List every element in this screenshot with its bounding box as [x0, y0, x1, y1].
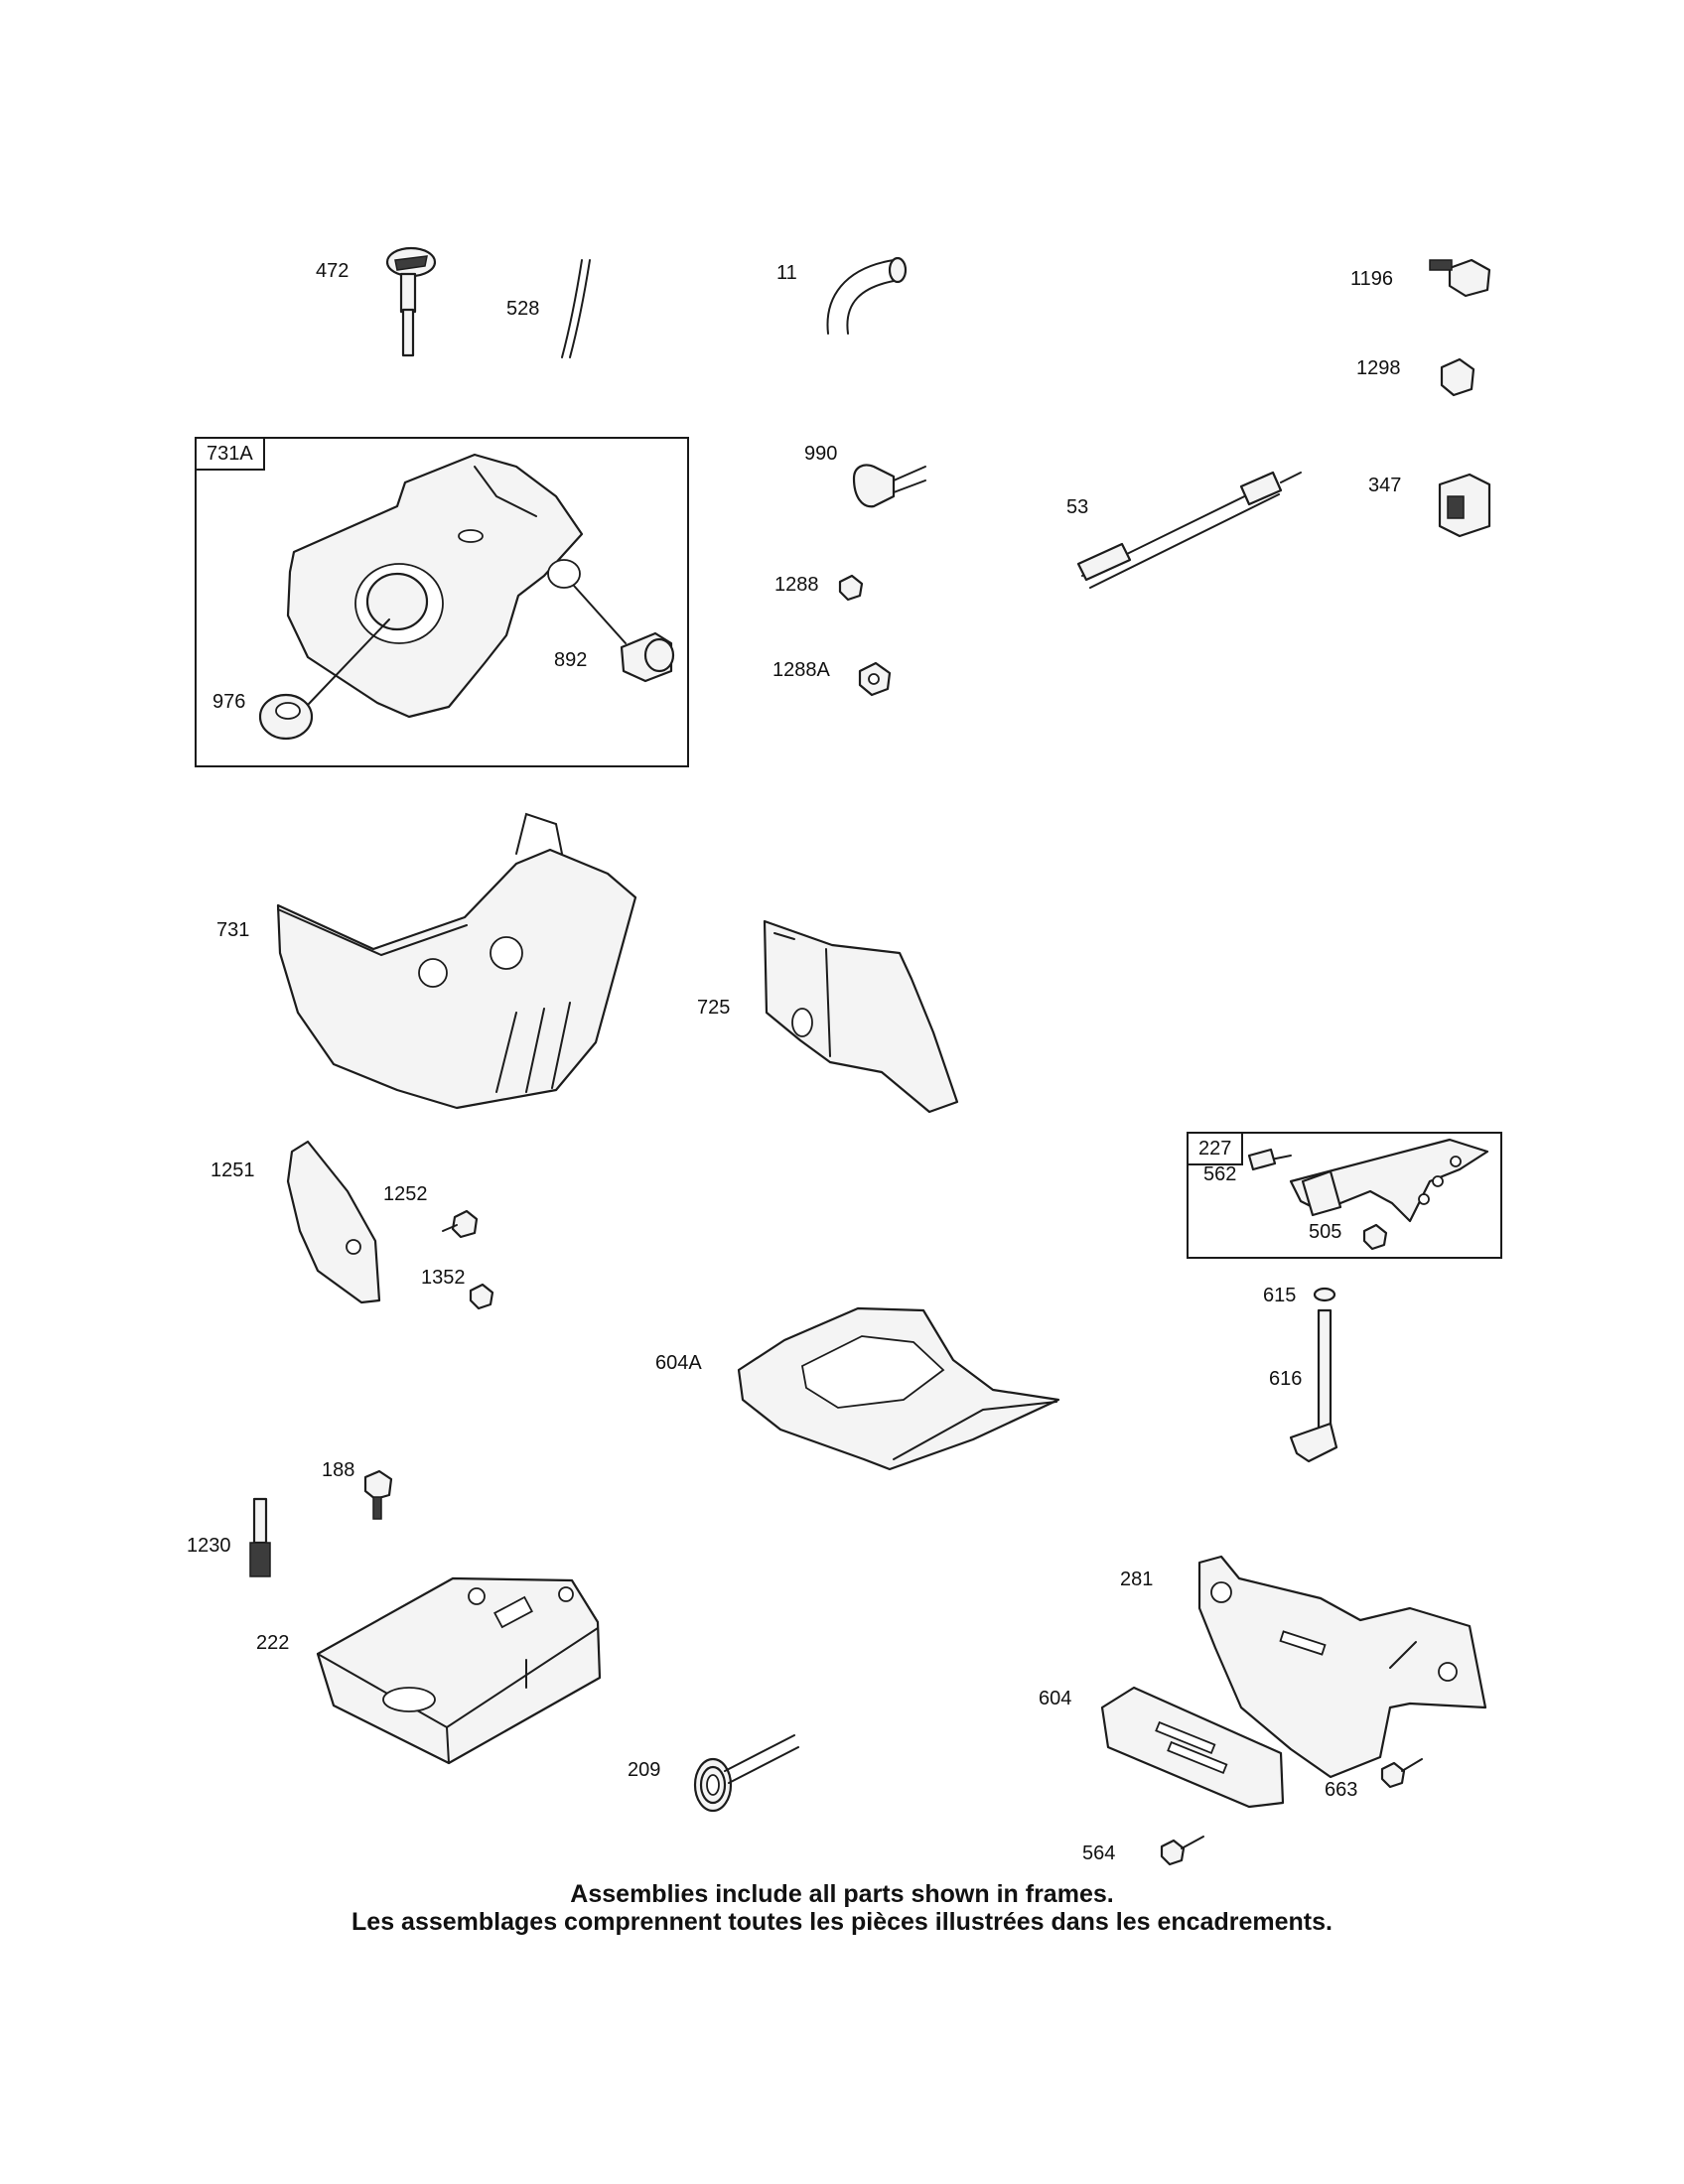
label-564: 564 — [1082, 1843, 1116, 1864]
fuel-tank-731A-drawing — [286, 453, 584, 719]
label-1196: 1196 — [1350, 268, 1394, 290]
label-472: 472 — [316, 260, 350, 282]
label-347: 347 — [1368, 475, 1402, 496]
label-976: 976 — [212, 691, 246, 713]
shaft-616-drawing — [1289, 1308, 1338, 1463]
label-615: 615 — [1263, 1285, 1297, 1306]
switch-347-drawing — [1438, 473, 1491, 538]
assembly-frame-227: 227 — [1187, 1132, 1502, 1259]
nut-1288A-drawing — [858, 661, 892, 697]
label-731: 731 — [216, 919, 250, 941]
label-188: 188 — [322, 1459, 355, 1481]
label-562: 562 — [1203, 1163, 1237, 1185]
plate-604-drawing — [1100, 1686, 1285, 1809]
knob-1196-drawing — [1429, 258, 1491, 298]
frame-tag-227: 227 — [1187, 1132, 1244, 1165]
label-1288: 1288 — [774, 574, 819, 596]
bolt-188-drawing — [363, 1469, 393, 1520]
screw-1252-drawing — [442, 1209, 479, 1239]
hose-11-drawing — [826, 256, 908, 335]
label-11: 11 — [776, 262, 797, 284]
nut-1288-drawing — [838, 574, 864, 602]
label-725: 725 — [697, 997, 731, 1019]
label-1251: 1251 — [210, 1160, 255, 1181]
label-281: 281 — [1120, 1569, 1154, 1590]
shroud-731-drawing — [276, 812, 637, 1110]
bracket-725-drawing — [763, 919, 959, 1114]
label-209: 209 — [628, 1759, 661, 1781]
label-1288A: 1288A — [772, 659, 830, 681]
bracket-281-drawing — [1197, 1555, 1487, 1779]
label-616: 616 — [1269, 1368, 1303, 1390]
label-892: 892 — [554, 649, 588, 671]
plug-990-drawing — [852, 464, 926, 508]
label-604: 604 — [1039, 1688, 1072, 1709]
caption-english: Assemblies include all parts shown in fr… — [570, 1880, 1114, 1908]
caption-french: Les assemblages comprennent toutes les p… — [351, 1908, 1333, 1936]
nut-1352-drawing — [469, 1283, 494, 1310]
linkage-227-drawing — [1247, 1138, 1489, 1223]
label-528: 528 — [506, 298, 540, 320]
baffle-1251-drawing — [286, 1140, 381, 1304]
stud-1230-drawing — [249, 1497, 271, 1577]
label-53: 53 — [1066, 496, 1089, 518]
label-222: 222 — [256, 1632, 290, 1654]
label-990: 990 — [804, 443, 838, 465]
label-1298: 1298 — [1356, 357, 1401, 379]
nut-1298-drawing — [1440, 357, 1475, 397]
cover-604A-drawing — [737, 1306, 1060, 1471]
label-1230: 1230 — [187, 1535, 231, 1557]
cap-976-drawing — [258, 618, 390, 741]
dipstick-472-drawing — [385, 246, 437, 357]
spring-209-drawing — [693, 1734, 799, 1813]
screw-564-drawing — [1160, 1836, 1204, 1866]
label-1252: 1252 — [383, 1183, 428, 1205]
nut-505-drawing — [1362, 1223, 1388, 1251]
stud-53-drawing — [1076, 471, 1302, 589]
frame-tag-731A: 731A — [195, 437, 265, 471]
label-663: 663 — [1325, 1779, 1358, 1801]
vent-892-drawing — [573, 585, 675, 683]
label-1352: 1352 — [421, 1267, 466, 1289]
assembly-frame-731A: 731A — [195, 437, 689, 767]
screw-663-drawing — [1380, 1758, 1423, 1789]
tube-528-drawing — [561, 259, 583, 358]
label-604A: 604A — [655, 1352, 702, 1374]
washer-615-drawing — [1313, 1287, 1336, 1302]
label-505: 505 — [1309, 1221, 1342, 1243]
base-plate-222-drawing — [316, 1576, 602, 1765]
